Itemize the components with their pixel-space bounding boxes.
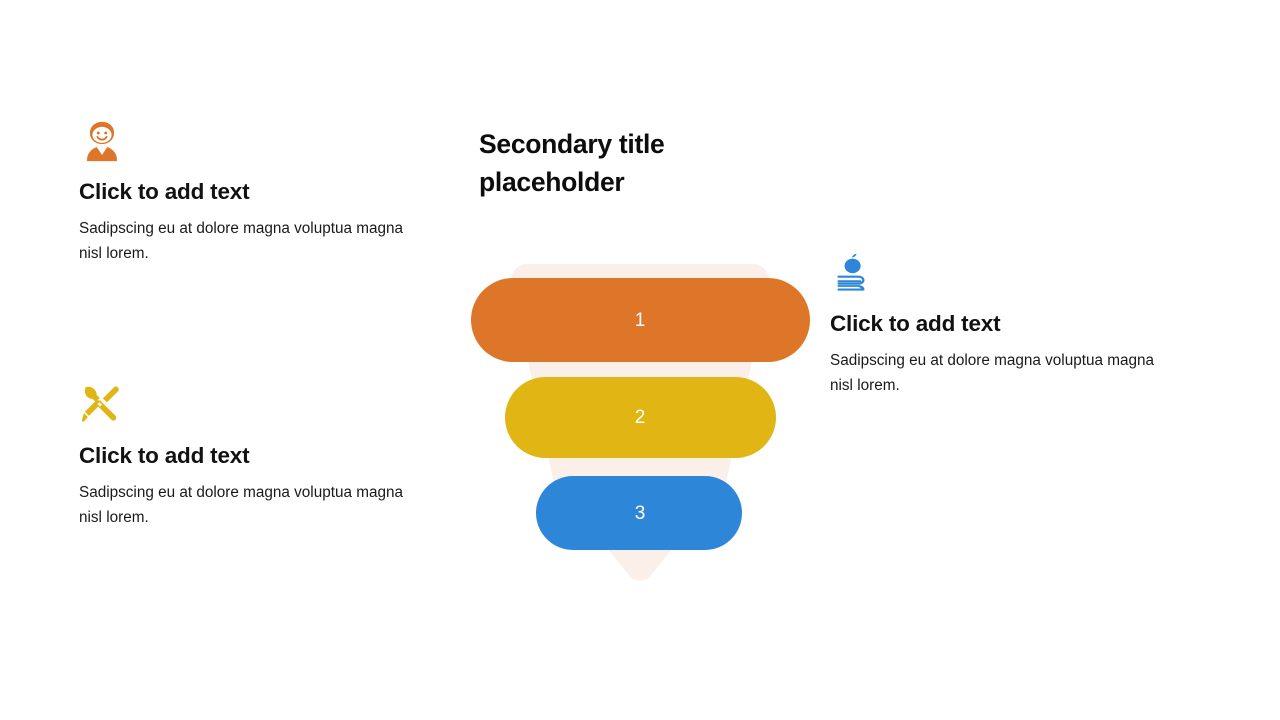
text-block-heading: Click to add text — [830, 311, 1001, 336]
funnel-stage-3-bar — [536, 476, 742, 550]
secondary-title: Secondary title placeholder — [479, 129, 665, 197]
text-block-body: Sadipscing eu at dolore magna voluptua m… — [830, 352, 1155, 394]
text-block-body: Sadipscing eu at dolore magna voluptua m… — [79, 220, 404, 262]
funnel-chart: 1 2 3 — [455, 245, 825, 590]
text-block-body: Sadipscing eu at dolore magna voluptua m… — [79, 484, 404, 526]
apple-book-icon — [830, 250, 876, 296]
text-block-heading: Click to add text — [79, 179, 250, 204]
funnel-stage-1-bar — [471, 278, 810, 362]
person-icon — [79, 118, 125, 164]
text-block-left-top[interactable]: Click to add text Sadipscing eu at dolor… — [79, 118, 439, 267]
brush-pencil-icon — [79, 382, 125, 428]
text-block-left-bottom[interactable]: Click to add text Sadipscing eu at dolor… — [79, 382, 439, 531]
funnel-stage-2-bar — [505, 377, 776, 458]
text-block-heading: Click to add text — [79, 443, 250, 468]
text-block-right[interactable]: Click to add text Sadipscing eu at dolor… — [830, 250, 1190, 399]
